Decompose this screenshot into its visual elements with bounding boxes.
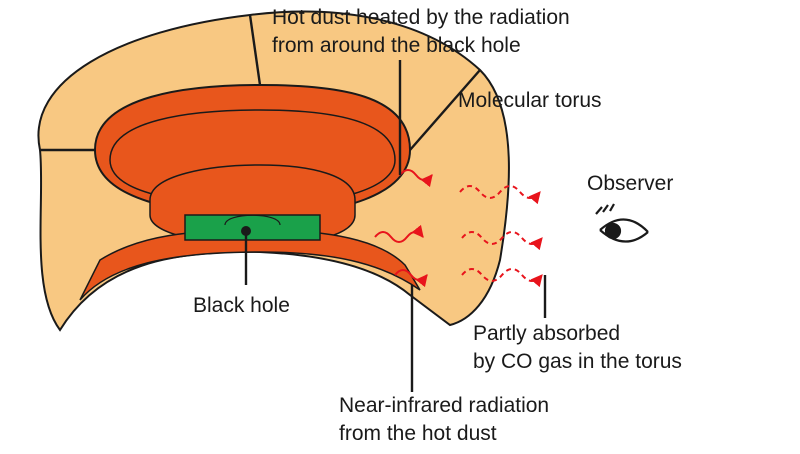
ir-wave-2 [374, 224, 424, 243]
near-ir-label-line1: Near-infrared radiation [339, 394, 549, 417]
torus-seam-top [248, 14, 262, 86]
ir-wave-1 [399, 169, 433, 188]
black-hole-label: Black hole [193, 294, 290, 317]
molecular-torus-label: Molecular torus [458, 89, 602, 112]
ir-dashed-2 [461, 231, 543, 251]
ir-dashed-3 [461, 268, 543, 288]
hot-dust-label-line2: from around the black hole [272, 34, 521, 57]
ir-wave-3 [394, 269, 428, 288]
molecular-torus-body [37, 10, 510, 332]
absorbed-label-line2: by CO gas in the torus [473, 350, 682, 373]
observer-label: Observer [587, 172, 673, 195]
torus-seam-right [409, 69, 481, 151]
hot-dust-label-line1: Hot dust heated by the radiation [272, 6, 570, 29]
accretion-disk [184, 214, 321, 241]
radiation-waves [374, 169, 543, 288]
near-ir-label-line2: from the hot dust [339, 422, 497, 445]
eye-icon [595, 203, 649, 243]
absorbed-label-line1: Partly absorbed [473, 322, 620, 345]
ir-dashed-1 [459, 185, 541, 205]
